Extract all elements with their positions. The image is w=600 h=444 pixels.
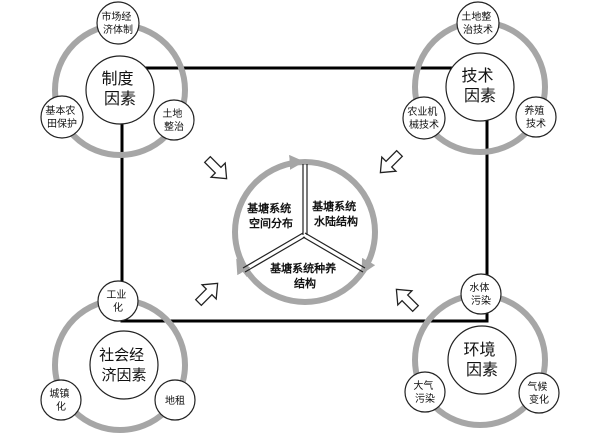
climate-change-line1: 气候 [527, 380, 547, 393]
node-farmland-protection [40, 95, 84, 139]
cluster-institution: 制度 因素 市场经 济体制 基本农 田保护 土地 整治 [40, 1, 195, 158]
arrow-bottomleft [194, 282, 219, 307]
socioeconomic-main-line1: 社会经 [99, 346, 144, 364]
node-air-pollution [404, 371, 446, 413]
svg-text:制度 因素: 制度 因素 [101, 69, 138, 108]
node-land-tech [456, 1, 500, 45]
industrialization-line1: 工业 [106, 289, 126, 301]
agri-machinery-line1: 农业机 [407, 105, 437, 118]
institution-main-line1: 制度 [101, 69, 133, 88]
arrow-bottomright [395, 288, 420, 313]
svg-text:基塘系统 空间分布: 基塘系统 空间分布 [246, 201, 295, 230]
node-land-rent [154, 379, 196, 421]
farmland-protection-line1: 基本农 [45, 104, 75, 117]
institution-main-line2: 因素 [104, 89, 136, 108]
breeding-tech-line1: 养殖 [524, 104, 544, 117]
svg-text:土地整 治技术: 土地整 治技术 [461, 10, 494, 36]
svg-text:养殖 技术: 养殖 技术 [524, 104, 547, 130]
ring-arrow-left [236, 258, 251, 277]
svg-text:气候 变化: 气候 变化 [527, 380, 550, 406]
land-tech-line1: 土地整 [461, 10, 491, 23]
air-pollution-line2: 污染 [415, 392, 435, 405]
cluster-socioeconomic: 社会经 济因素 工业 化 城镇 化 地租 [40, 280, 196, 433]
outer-frame [120, 66, 489, 323]
svg-text:社会经 济因素: 社会经 济因素 [99, 346, 149, 384]
climate-change-line2: 变化 [529, 393, 549, 406]
svg-text:农业机 械技术: 农业机 械技术 [407, 105, 440, 131]
cluster-technology: 技术 因素 土地整 治技术 农业机 械技术 养殖 技术 [402, 1, 557, 155]
svg-text:基塘系统 水陆结构: 基塘系统 水陆结构 [311, 199, 360, 228]
arrow-topright [379, 149, 404, 174]
center-spatial-line2: 空间分布 [249, 216, 293, 230]
svg-text:环境 因素: 环境 因素 [463, 340, 500, 379]
land-rent-label: 地租 [165, 394, 185, 407]
svg-text:大气 污染: 大气 污染 [413, 379, 436, 405]
water-pollution-line1: 水体 [469, 282, 489, 294]
node-socioeconomic-main [89, 330, 159, 400]
center-planting-line2: 结构 [293, 276, 316, 290]
node-institution-main [85, 55, 155, 125]
node-climate-change [518, 372, 560, 414]
svg-text:工业 化: 工业 化 [106, 289, 129, 314]
air-pollution-line1: 大气 [413, 379, 433, 392]
influence-arrows [194, 149, 420, 313]
node-agri-machinery [402, 96, 446, 140]
node-land-consolidation [153, 99, 195, 141]
cluster-environment: 环境 因素 水体 污染 大气 污染 气候 变化 [404, 273, 560, 428]
water-pollution-line2: 污染 [471, 294, 491, 307]
arrow-topleft [203, 155, 228, 180]
node-breeding-tech [515, 96, 557, 138]
center-planting-line1: 基塘系统种养 [269, 261, 337, 275]
urbanization-line1: 城镇 [49, 387, 69, 400]
market-economy-line2: 济体制 [103, 23, 133, 36]
technology-main-line1: 技术 [461, 66, 493, 85]
node-water-pollution [460, 273, 502, 315]
center-system: 基塘系统 空间分布 基塘系统 水陆结构 基塘系统种养 结构 [232, 154, 378, 305]
socioeconomic-main-line2: 济因素 [101, 366, 146, 384]
svg-text:地租: 地租 [165, 394, 185, 407]
svg-text:基本农 田保护: 基本农 田保护 [45, 104, 78, 130]
center-waterland-line2: 水陆结构 [314, 214, 358, 228]
svg-text:土地 整治: 土地 整治 [162, 107, 185, 133]
node-environment-main [447, 325, 517, 395]
node-technology-main [445, 52, 515, 122]
center-dividers [242, 164, 366, 273]
node-market-economy [96, 1, 140, 45]
agri-machinery-line2: 械技术 [409, 118, 439, 131]
node-urbanization [40, 379, 82, 421]
svg-text:城镇 化: 城镇 化 [49, 387, 72, 413]
urbanization-line2: 化 [56, 400, 66, 413]
svg-text:水体 污染: 水体 污染 [469, 282, 492, 307]
land-tech-line2: 治技术 [463, 23, 493, 36]
svg-text:基塘系统种养 结构: 基塘系统种养 结构 [269, 261, 340, 290]
center-spatial-line1: 基塘系统 [246, 201, 291, 215]
technology-main-line2: 因素 [464, 86, 496, 105]
environment-main-line1: 环境 [463, 340, 495, 359]
land-consolidation-line2: 整治 [164, 120, 184, 133]
farmland-protection-line2: 田保护 [47, 117, 77, 130]
svg-text:市场经 济体制: 市场经 济体制 [101, 10, 134, 36]
market-economy-line1: 市场经 [101, 10, 131, 23]
node-industrialization [97, 280, 139, 322]
svg-text:技术 因素: 技术 因素 [461, 66, 498, 105]
land-consolidation-line1: 土地 [162, 107, 182, 120]
center-ring [232, 159, 378, 305]
breeding-tech-line2: 技术 [526, 117, 546, 130]
center-waterland-line1: 基塘系统 [311, 199, 356, 213]
ring-arrow-top [279, 154, 305, 170]
environment-main-line2: 因素 [466, 360, 498, 379]
industrialization-line2: 化 [113, 301, 123, 314]
